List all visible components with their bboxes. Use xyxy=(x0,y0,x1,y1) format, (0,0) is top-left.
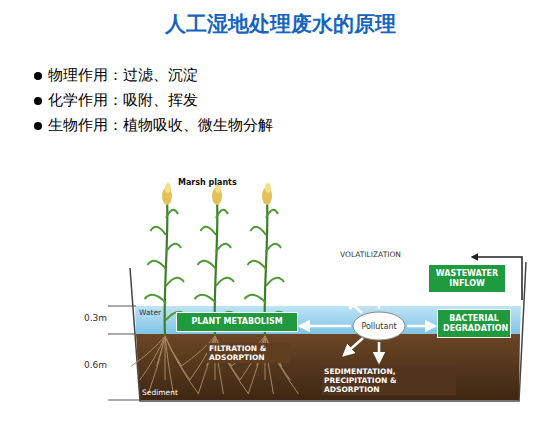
process-box: PLANT METABOLISM xyxy=(176,312,298,332)
basin-outline xyxy=(130,262,526,401)
bullet-dots xyxy=(34,72,42,130)
bullet-text: 物理作用：过滤、沉淀 xyxy=(48,66,198,84)
diagram-label: Marsh plants xyxy=(178,178,237,188)
marsh-plants xyxy=(131,183,298,394)
process-box: BACTERIAL DEGRADATION xyxy=(437,309,511,338)
diagram-label: VOLATILIZATION xyxy=(340,250,401,259)
diagram-title: 人工湿地处理废水的原理 xyxy=(0,10,560,38)
pollutant-circle: Pollutant xyxy=(352,311,406,341)
node-text: PLANT METABOLISM xyxy=(182,317,292,327)
diagram-label: SEDIMENTATION, PRECIPITATION & ADSORPTIO… xyxy=(322,366,456,395)
bullet-text: 生物作用：植物吸收、微生物分解 xyxy=(48,116,273,134)
process-box: WASTEWATER INFLOW xyxy=(428,264,506,293)
node-text: Pollutant xyxy=(361,322,396,331)
dimension-ticks xyxy=(108,306,140,400)
flow-arrow xyxy=(407,325,435,328)
diagram-label: 0.3m xyxy=(84,313,107,324)
diagram-label: 0.6m xyxy=(84,360,107,371)
diagram-label: Water xyxy=(139,308,161,317)
bullet-text: 化学作用：吸附、挥发 xyxy=(48,91,198,109)
flow-arrow xyxy=(300,325,351,328)
node-text: WASTEWATER INFLOW xyxy=(434,269,500,288)
node-text: BACTERIAL DEGRADATION xyxy=(443,314,505,333)
diagram-label: Sediment xyxy=(142,388,178,397)
sediment-layer xyxy=(136,334,520,400)
diagram-label: FILTRATION & ADSORPTION xyxy=(207,343,291,363)
